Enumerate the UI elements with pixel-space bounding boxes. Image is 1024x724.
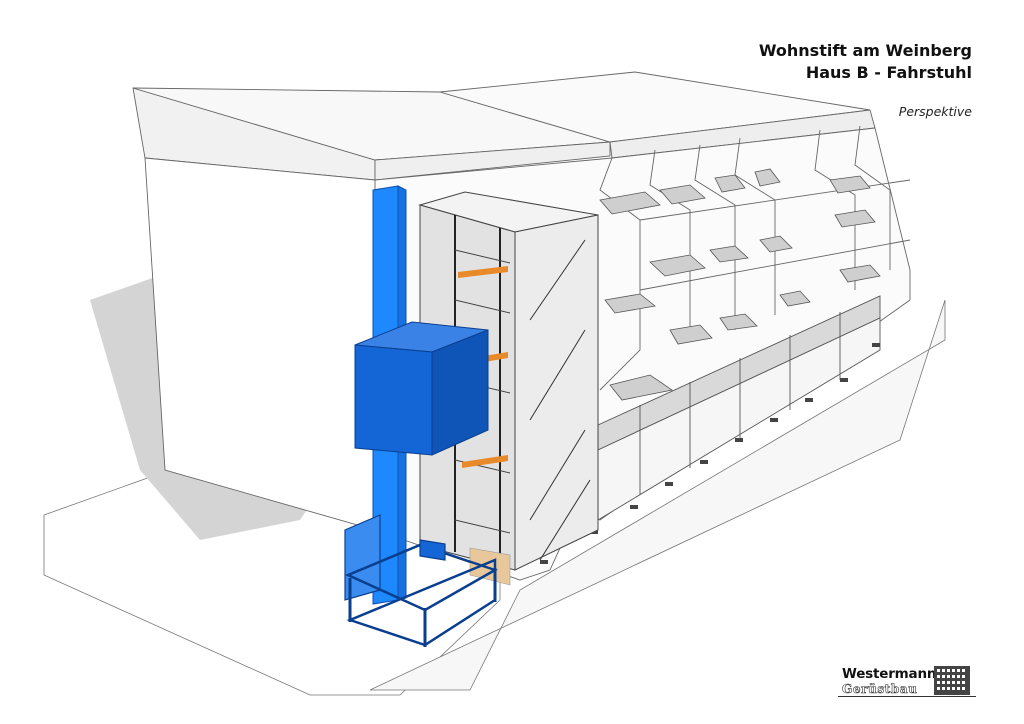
logo-name: Westermann (842, 666, 937, 682)
drawing-subject: Haus B - Fahrstuhl (805, 63, 972, 82)
project-title: Wohnstift am Weinberg (758, 41, 972, 60)
logo-subtitle: Gerüstbau (842, 682, 918, 697)
logo-rule (838, 696, 976, 697)
lift-cabin (354, 321, 489, 456)
building-icon (934, 666, 970, 695)
lift-base-enclosure (344, 514, 499, 647)
building-block-left (132, 87, 611, 531)
title-block: Wohnstift am Weinberg Haus B - Fahrstuhl (759, 40, 972, 84)
company-logo: Westermann Gerüstbau (838, 664, 976, 700)
balcony-platforms (599, 168, 881, 401)
timber-base (469, 547, 511, 586)
view-label: Perspektive (898, 104, 972, 119)
